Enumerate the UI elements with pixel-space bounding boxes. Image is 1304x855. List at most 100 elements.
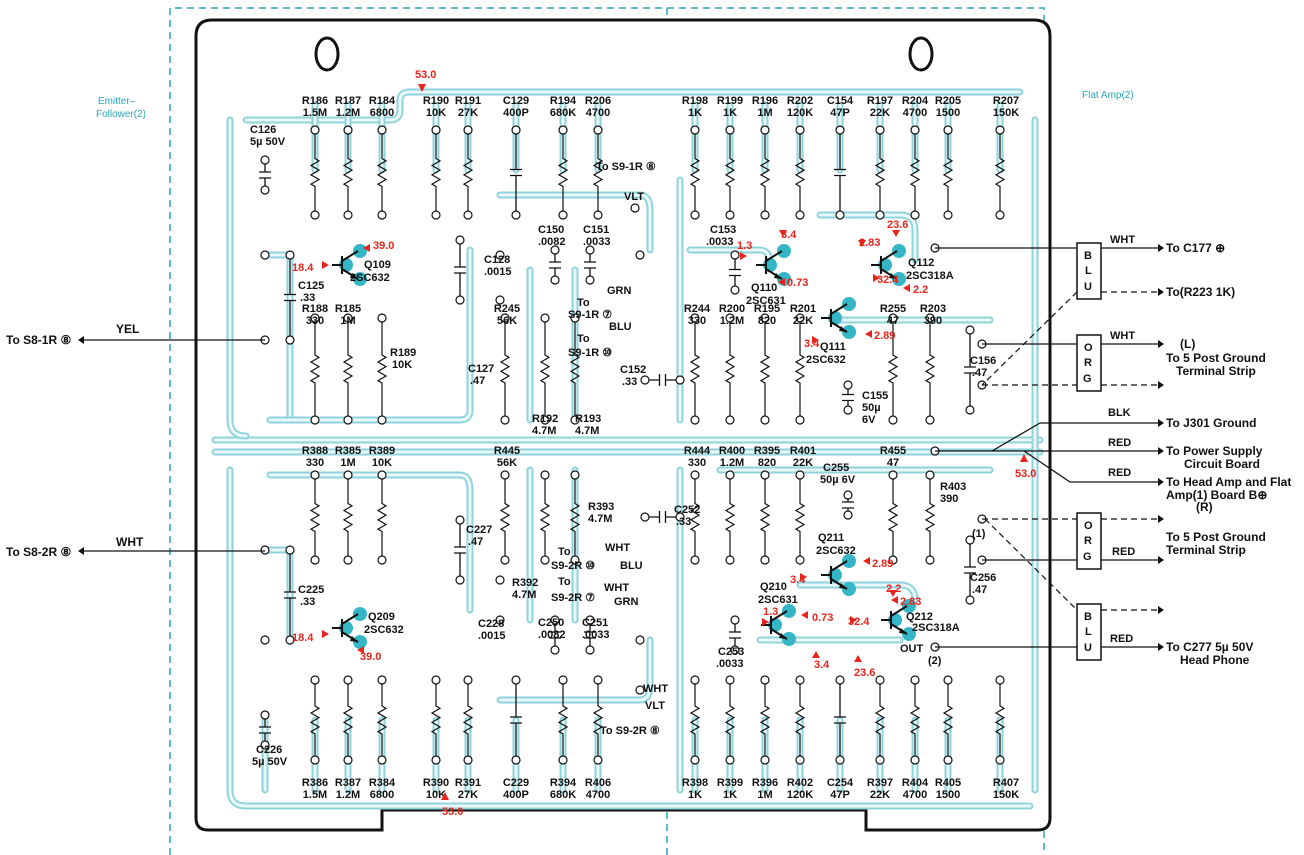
c152-label: C152 xyxy=(620,364,646,376)
conn-wht1: WHT xyxy=(1110,234,1135,246)
solder-pad xyxy=(910,125,920,135)
solder-pad xyxy=(310,755,320,765)
solder-pad xyxy=(593,210,603,220)
voltage-q210-c: 3.4 xyxy=(814,659,830,671)
conn-ground2b: Terminal Strip xyxy=(1166,543,1246,557)
conn-r223: To(R223 1K) xyxy=(1166,285,1235,299)
solder-pad xyxy=(640,375,650,385)
c226-value: 5µ 50V xyxy=(252,756,288,768)
bottom-part-value: 680K xyxy=(550,789,576,801)
top-part-name: R204 xyxy=(902,95,929,107)
upper-part-value: 820 xyxy=(758,315,776,327)
solder-pad xyxy=(377,415,387,425)
voltage-q112-b: 2.83 xyxy=(859,237,880,249)
voltage-arrow xyxy=(873,274,880,282)
out-num-label: (2) xyxy=(928,655,942,667)
conn-ha2: Amp(1) Board B⊕ xyxy=(1166,488,1267,502)
solder-pad xyxy=(585,615,595,625)
c155-value: 50µ xyxy=(862,402,881,414)
s9-1r-10-label: S9-1R ⑩ xyxy=(568,347,612,359)
bottom-part-name: C229 xyxy=(503,777,529,789)
solder-pad xyxy=(343,675,353,685)
top-part-value: 1500 xyxy=(936,107,960,119)
solder-pad xyxy=(925,313,935,323)
c126-value: 5µ 50V xyxy=(250,136,286,148)
q109-symbol xyxy=(332,244,367,286)
capacitor xyxy=(964,330,976,410)
q111-symbol xyxy=(821,297,856,339)
solder-pad xyxy=(843,510,853,520)
r403-value: 390 xyxy=(940,493,958,505)
resistor xyxy=(342,318,354,420)
solder-pad xyxy=(690,675,700,685)
solder-pad xyxy=(888,313,898,323)
top-part-value: 4700 xyxy=(586,107,610,119)
c151-label: C151 xyxy=(583,224,609,236)
resistor xyxy=(924,318,936,420)
vlt-low-label: VLT xyxy=(645,700,665,712)
lower-part-value: 1M xyxy=(340,457,355,469)
solder-pad xyxy=(690,755,700,765)
connector-letter: L xyxy=(1085,626,1092,638)
connector-letter: B xyxy=(1084,611,1092,623)
solder-pad xyxy=(495,250,505,260)
voltage-q112-e: 32.4 xyxy=(877,274,899,286)
solder-pad xyxy=(570,415,580,425)
resistor xyxy=(794,680,806,760)
transistors xyxy=(322,230,916,662)
solder-pad xyxy=(965,535,975,545)
solder-pad xyxy=(558,675,568,685)
top-part-value: 150K xyxy=(993,107,1019,119)
top-part-value: 1K xyxy=(723,107,737,119)
conn-ground2a: To 5 Post Ground xyxy=(1166,530,1266,544)
conn-ha3: (R) xyxy=(1196,500,1213,514)
capacitor xyxy=(729,620,741,650)
conn-wht2: WHT xyxy=(1110,330,1135,342)
solder-pad xyxy=(500,313,510,323)
resistor xyxy=(342,130,354,215)
q212-type: 2SC318A xyxy=(912,622,960,634)
c227-value: .47 xyxy=(468,536,483,548)
voltage-q110-e: 0.73 xyxy=(787,277,808,289)
resistor xyxy=(557,130,569,215)
upper-part-value: 1M xyxy=(340,315,355,327)
voltage-arrow xyxy=(858,240,866,247)
solder-pad xyxy=(593,675,603,685)
bottom-part-value: 1500 xyxy=(936,789,960,801)
voltage-arrow xyxy=(357,646,364,654)
wht-mid2-label: WHT xyxy=(604,582,629,594)
solder-pad xyxy=(925,470,935,480)
solder-pad xyxy=(310,555,320,565)
voltage-arrow xyxy=(892,230,900,237)
c156-value: .47 xyxy=(972,367,987,379)
lower-part-name: R401 xyxy=(790,445,816,457)
capacitor xyxy=(645,374,680,386)
solder-pad xyxy=(540,470,550,480)
solder-pad xyxy=(760,210,770,220)
inner-connection-labels: To S9-1R ⑧ VLT GRN To S9-1R ⑦ BLU To S9-… xyxy=(551,161,986,737)
upper-part-name: R188 xyxy=(302,303,328,315)
solder-pad xyxy=(260,250,270,260)
solder-pad xyxy=(965,325,975,335)
bottom-part-name: R396 xyxy=(752,777,778,789)
c127-value: .47 xyxy=(470,375,485,387)
solder-pad xyxy=(943,125,953,135)
capacitor xyxy=(454,240,466,300)
resistor xyxy=(539,318,551,420)
solder-pad xyxy=(455,235,465,245)
bottom-part-value: 1.5M xyxy=(303,789,327,801)
voltage-q110-b: 1.3 xyxy=(737,240,752,252)
solder-pad xyxy=(343,125,353,135)
solder-pad xyxy=(310,675,320,685)
solder-pad xyxy=(431,755,441,765)
solder-pad xyxy=(500,415,510,425)
c251-label: C251 xyxy=(582,617,608,629)
voltage-q212-c: 2.83 xyxy=(900,596,921,608)
connector-blu-1 xyxy=(1076,242,1102,300)
conn-c277a: To C277 5µ 50V xyxy=(1166,640,1253,654)
resistor xyxy=(430,680,442,760)
solder-pad xyxy=(511,210,521,220)
bottom-part-name: R390 xyxy=(423,777,449,789)
solder-pad xyxy=(835,755,845,765)
solder-pad xyxy=(888,555,898,565)
